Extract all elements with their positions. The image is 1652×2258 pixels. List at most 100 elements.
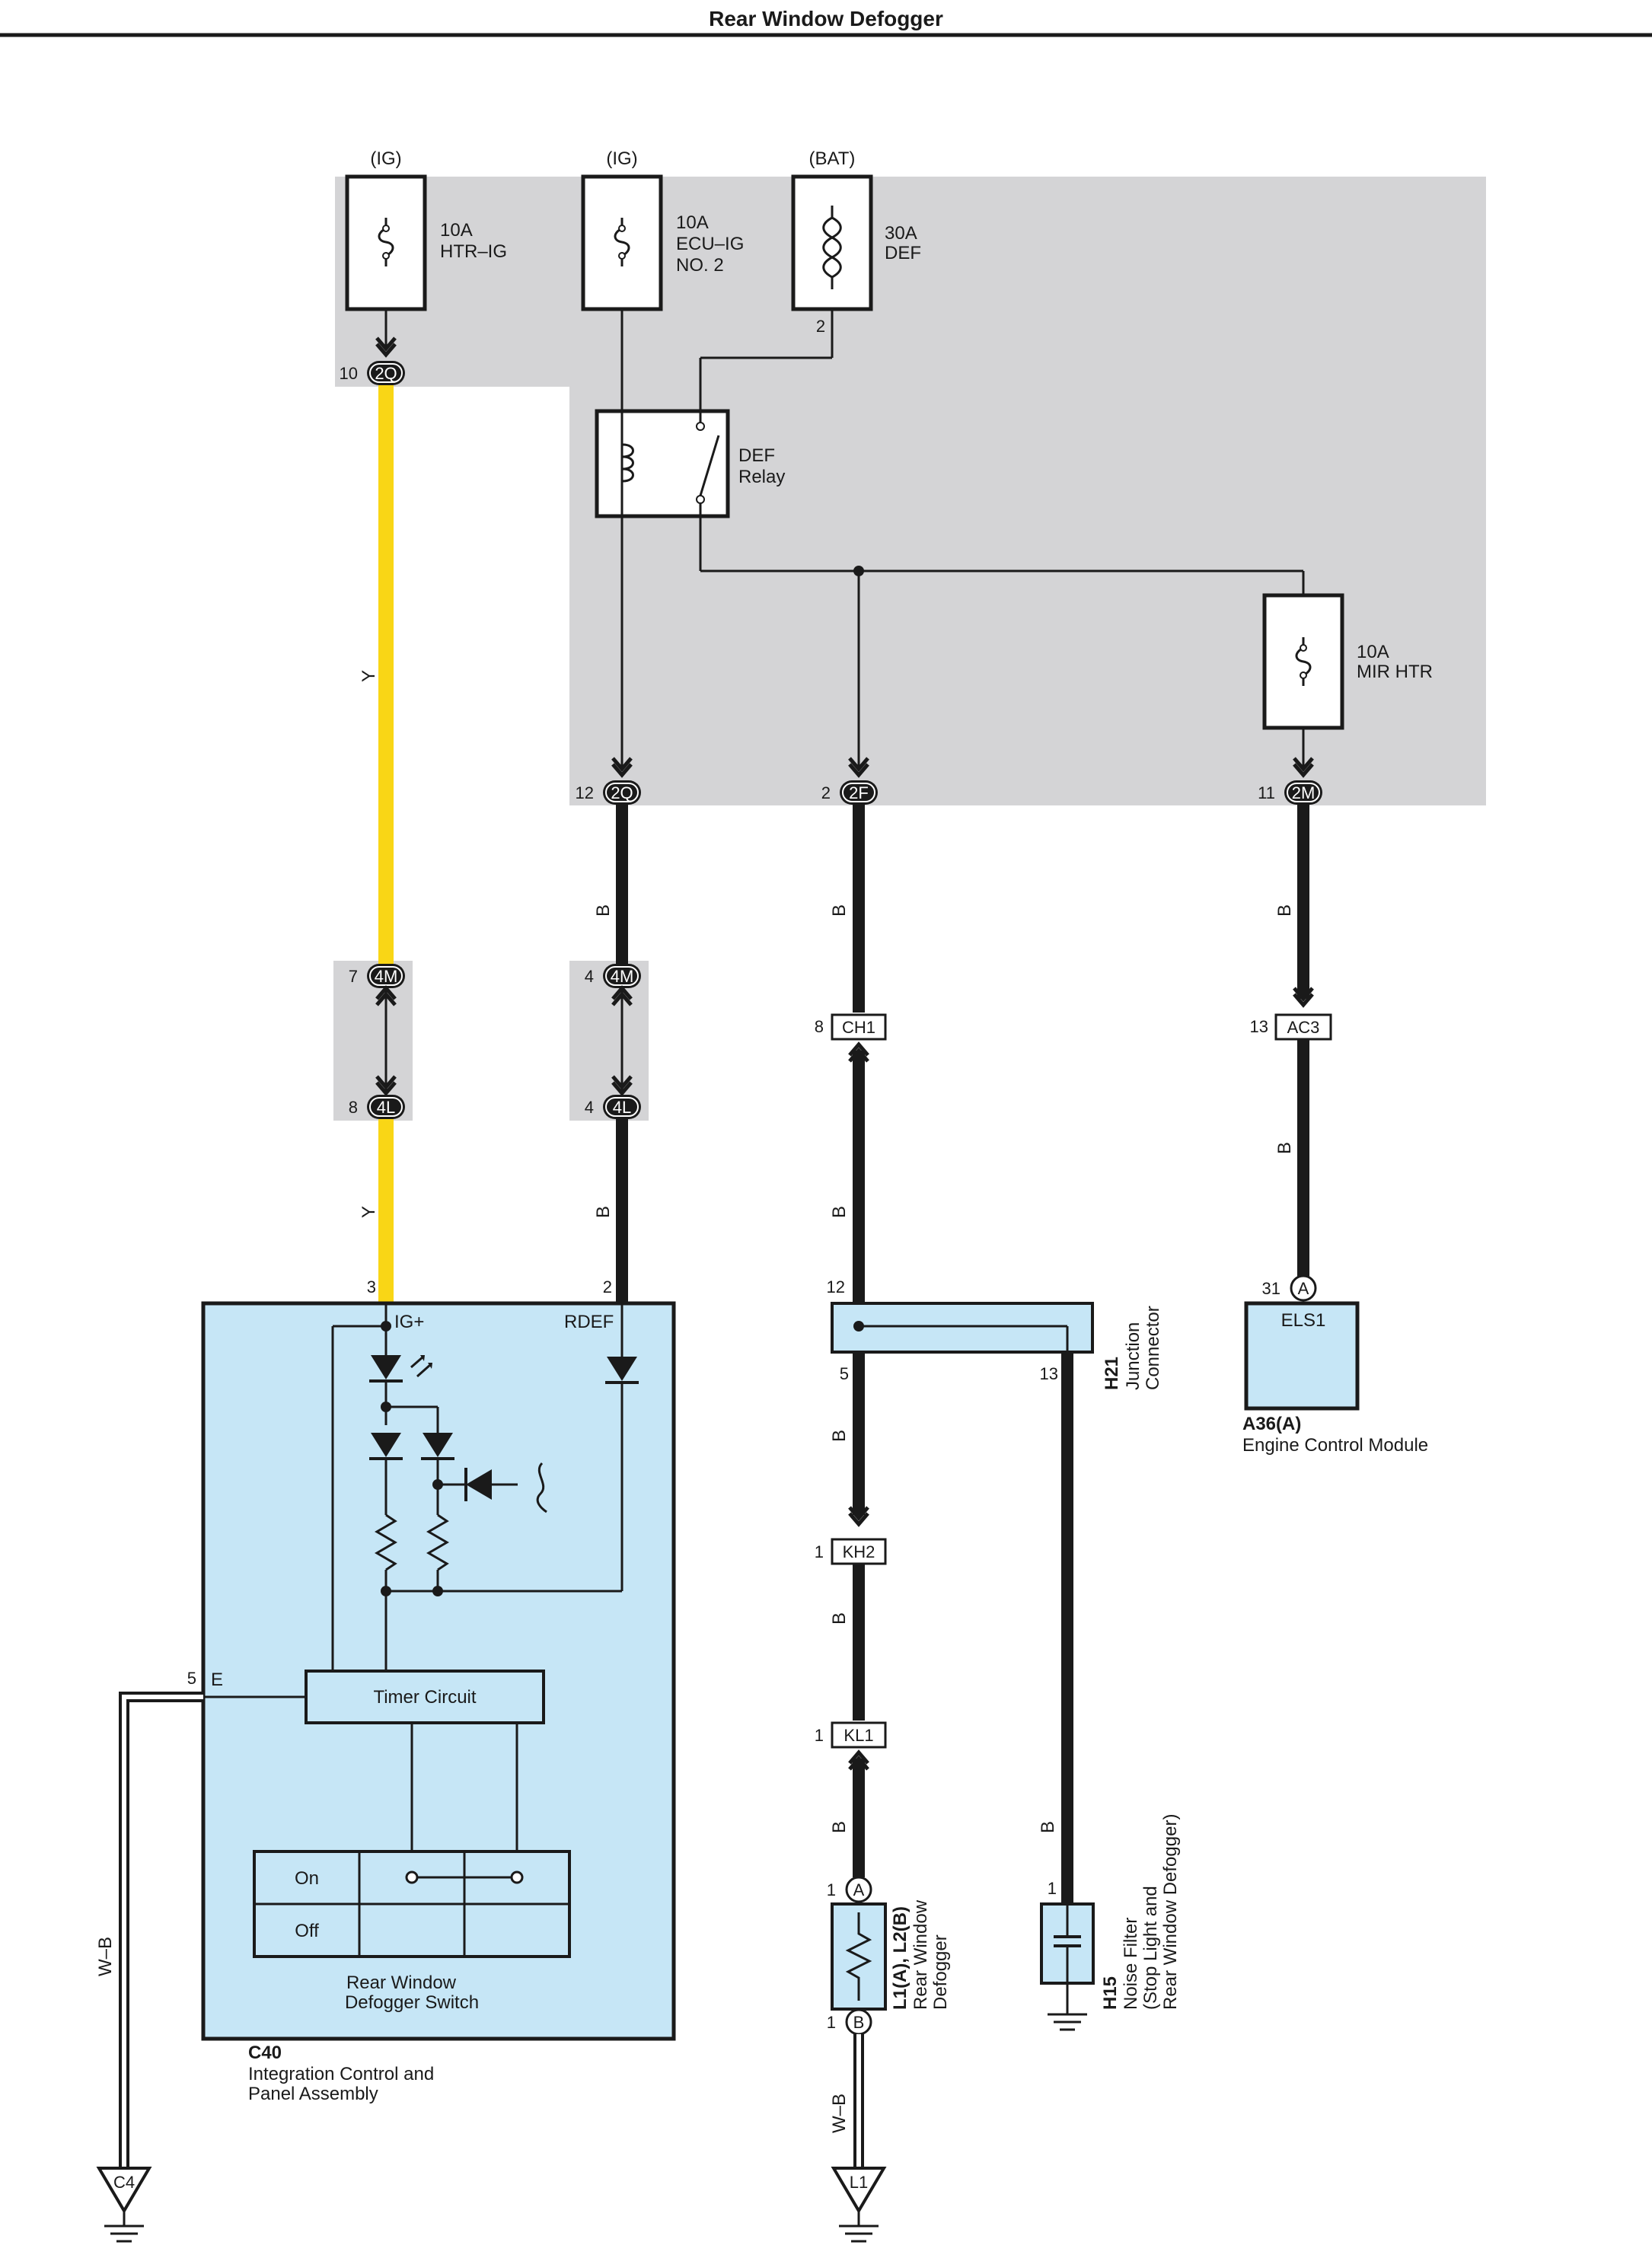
conn-2q-10: 10 2Q (340, 361, 405, 385)
fuse-def: (BAT) 30A DEF 2 (791, 148, 921, 336)
fuse-ecu-ig-name2: NO. 2 (676, 255, 724, 276)
fuse-htr-ig-source: (IG) (370, 148, 401, 169)
svg-text:B: B (1038, 1821, 1058, 1833)
ecm-code: A36(A) (1242, 1414, 1301, 1434)
fuse-def-rating: 30A (885, 223, 917, 244)
fuse-def-source: (BAT) (809, 148, 856, 169)
h15-name2: (Stop Light and (1140, 1886, 1161, 2010)
svg-text:B: B (829, 1821, 850, 1833)
h15-pin: 1 (1048, 1879, 1057, 1898)
page-title: Rear Window Defogger (709, 7, 943, 30)
conn-4m-mid: 4 4M (585, 964, 641, 988)
c40-label-e: E (211, 1670, 223, 1690)
svg-text:7: 7 (349, 967, 358, 986)
conn-4l-left: 8 4L (349, 1095, 405, 1119)
svg-text:2Q: 2Q (611, 783, 633, 802)
svg-text:B: B (829, 1612, 850, 1625)
conn-2q-12: 12 2Q (576, 780, 641, 805)
svg-text:13: 13 (1250, 1017, 1268, 1036)
switch-off-label: Off (295, 1921, 319, 1941)
conn-ac3: 13 AC3 (1250, 1013, 1332, 1041)
wire-y-label-upper: Y (359, 670, 379, 682)
svg-text:2: 2 (821, 783, 831, 802)
relay-name2: Relay (738, 467, 785, 487)
fuse-mir-htr-rating: 10A (1357, 642, 1389, 662)
svg-text:4: 4 (585, 1098, 594, 1117)
svg-text:8: 8 (815, 1017, 824, 1036)
wire-wb-c40 (119, 1692, 203, 2167)
noise-filter-h15: 1 H15 Noise Filter (Stop Light and Rear … (1040, 1814, 1181, 2031)
svg-text:B: B (829, 1206, 850, 1218)
switch-name2: Defogger Switch (345, 1992, 479, 2013)
fuse-ecu-ig-name1: ECU–IG (676, 234, 744, 254)
def-relay: DEF Relay (595, 409, 785, 518)
fuse-mir-htr-name: MIR HTR (1357, 662, 1433, 682)
svg-text:AC3: AC3 (1287, 1018, 1320, 1037)
h21-pin-in: 12 (827, 1277, 845, 1296)
svg-text:2M: 2M (1292, 783, 1316, 802)
fuse-def-pin: 2 (816, 317, 825, 336)
svg-text:B: B (829, 1430, 850, 1442)
svg-text:4M: 4M (611, 967, 634, 986)
svg-text:4M: 4M (375, 967, 398, 986)
fuse-ecu-ig: (IG) 10A ECU–IG NO. 2 (581, 148, 744, 311)
wire-wb-label-left: W–B (95, 1937, 116, 1976)
svg-text:KH2: KH2 (843, 1542, 875, 1561)
h15-name1: Noise Filter (1121, 1918, 1141, 2010)
defogger-code: L1(A), L2(B) (890, 1906, 911, 2010)
fuse-htr-ig-rating: 10A (440, 220, 473, 241)
defogger-pin-b: B (853, 2013, 865, 2032)
c40-name2: Panel Assembly (248, 2084, 378, 2104)
c40-pin-rdef: 2 (603, 1277, 612, 1296)
svg-text:1: 1 (815, 1726, 824, 1745)
c40-assembly: 3 2 IG+ RDEF (187, 1277, 676, 2104)
ecm-terminal: ELS1 (1281, 1310, 1326, 1331)
ecm-name: Engine Control Module (1242, 1435, 1428, 1456)
fuse-ecu-ig-rating: 10A (676, 212, 709, 233)
svg-text:2F: 2F (849, 783, 869, 802)
h21-code: H21 (1102, 1357, 1122, 1390)
relay-name1: DEF (738, 445, 775, 466)
h21-name1: Junction (1123, 1322, 1143, 1390)
svg-text:12: 12 (576, 783, 594, 802)
switch-name1: Rear Window (346, 1973, 457, 1993)
svg-text:KL1: KL1 (844, 1726, 873, 1745)
svg-text:B: B (1274, 1142, 1295, 1154)
conn-kl1: 1 KL1 (815, 1721, 887, 1749)
conn-2m: 11 2M (1258, 780, 1322, 805)
fuse-def-name: DEF (885, 243, 921, 263)
ecm-pin: 31 (1262, 1279, 1280, 1298)
fuse-mir-htr: 10A MIR HTR (1262, 593, 1433, 730)
fuse-htr-ig-name: HTR–IG (440, 241, 507, 262)
rear-window-defogger: 1 A 1 B L1(A), L2(B) Rear Window Defogge… (827, 1876, 951, 2036)
defogger-name1: Rear Window (911, 1899, 931, 2010)
connector-shade-left (333, 961, 413, 1121)
h15-code: H15 (1100, 1976, 1121, 2010)
svg-text:4L: 4L (613, 1098, 631, 1117)
svg-text:1: 1 (815, 1542, 824, 1561)
c40-pin-ig: 3 (367, 1277, 376, 1296)
conn-4m-left: 7 4M (349, 964, 405, 988)
h21-pin-out1: 5 (840, 1364, 849, 1383)
c40-label-rdef: RDEF (564, 1312, 614, 1332)
ecm-pin-letter: A (1298, 1279, 1309, 1298)
h21-name2: Connector (1143, 1306, 1163, 1390)
c40-label-ig: IG+ (394, 1312, 424, 1332)
svg-text:B: B (829, 904, 850, 917)
ground-l1: L1 (831, 2167, 887, 2243)
fuse-ecu-ig-source: (IG) (606, 148, 637, 169)
svg-text:B: B (1274, 904, 1295, 917)
ecm-a36: 31 A ELS1 A36(A) Engine Control Module (1242, 1274, 1428, 1456)
wire-y-label-lower: Y (359, 1206, 379, 1218)
svg-text:2Q: 2Q (375, 364, 397, 383)
c40-name1: Integration Control and (248, 2064, 434, 2084)
c40-pin-e: 5 (187, 1669, 196, 1688)
svg-text:C4: C4 (113, 2173, 135, 2192)
conn-4l-mid: 4 4L (585, 1095, 641, 1119)
h21-junction-connector: 12 5 13 H21 Junction Connector (827, 1277, 1163, 1390)
h15-name3: Rear Window Defogger) (1160, 1814, 1181, 2010)
svg-text:4L: 4L (377, 1098, 395, 1117)
svg-text:10: 10 (340, 364, 358, 383)
svg-text:CH1: CH1 (842, 1018, 875, 1037)
